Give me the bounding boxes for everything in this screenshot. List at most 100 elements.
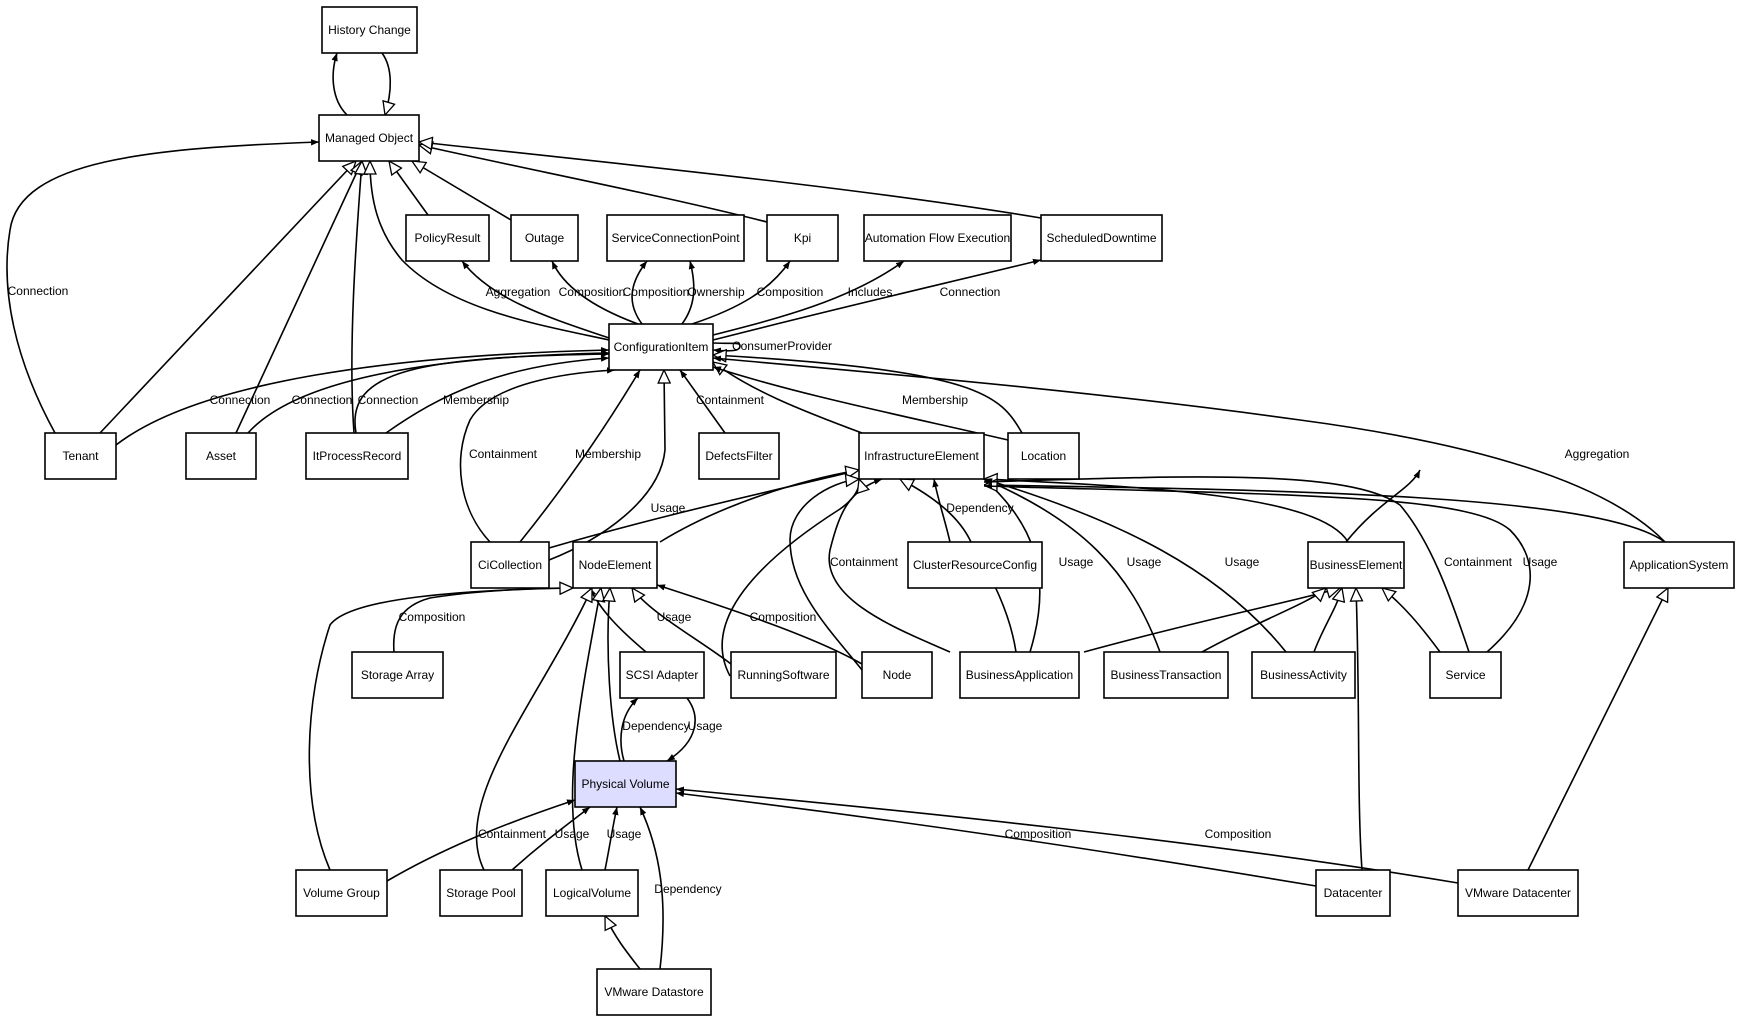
membership-edge-label: Membership: [443, 393, 509, 407]
dependency-edge: [932, 478, 951, 543]
node-label: ScheduledDowntime: [1046, 231, 1156, 245]
inheritance-edge: [632, 588, 732, 665]
node-clusterresourceconfig[interactable]: ClusterResourceConfig: [907, 541, 1043, 589]
inheritance-edge: [984, 479, 1349, 543]
node-service[interactable]: Service: [1429, 651, 1502, 699]
containment-edge-label: Containment: [696, 393, 765, 407]
usage-edge: [604, 806, 619, 871]
node-label: Physical Volume: [581, 777, 669, 791]
membership-edge: [712, 366, 1009, 441]
node-physical-volume[interactable]: Physical Volume: [574, 760, 677, 808]
connection-edge: [6, 139, 320, 434]
node-box: [295, 869, 388, 917]
node-datacenter[interactable]: Datacenter: [1315, 869, 1391, 917]
composition-edge-label: Composition: [623, 285, 690, 299]
node-box: [405, 214, 490, 262]
node-vmware-datastore[interactable]: VMware Datastore: [596, 968, 712, 1016]
aggregation-edge: [712, 355, 1666, 543]
node-label: BusinessElement: [1310, 558, 1403, 572]
node-storage-pool[interactable]: Storage Pool: [439, 869, 523, 917]
node-logicalvolume[interactable]: LogicalVolume: [545, 869, 639, 917]
node-tenant[interactable]: Tenant: [44, 432, 117, 480]
inheritance-edge: [419, 142, 1042, 219]
node-managed-object[interactable]: Managed Object: [318, 114, 420, 162]
usage-edge: [1345, 469, 1421, 543]
node-policyresult[interactable]: PolicyResult: [405, 214, 490, 262]
node-storage-array[interactable]: Storage Array: [351, 651, 444, 699]
composition-edge-label: Composition: [1205, 827, 1272, 841]
usage-edge: [983, 478, 1161, 653]
node-defectsfilter[interactable]: DefectsFilter: [698, 432, 780, 480]
node-automation-flow-execution[interactable]: Automation Flow Execution: [863, 214, 1012, 262]
node-outage[interactable]: Outage: [510, 214, 579, 262]
node-cicollection[interactable]: CiCollection: [470, 541, 550, 589]
node-vmware-datacenter[interactable]: VMware Datacenter: [1457, 869, 1579, 917]
aggregation-edge-label: Aggregation: [486, 285, 551, 299]
node-label: Volume Group: [303, 886, 380, 900]
node-applicationsystem[interactable]: ApplicationSystem: [1623, 541, 1735, 589]
dependency-edge-label: Dependency: [946, 501, 1013, 515]
node-location[interactable]: Location: [1007, 432, 1080, 480]
ownership-edge: [681, 260, 696, 325]
membership-edge: [519, 369, 641, 543]
node-label: Datacenter: [1324, 886, 1383, 900]
node-businessapplication[interactable]: BusinessApplication: [959, 651, 1080, 699]
consumerprovider-edge: [712, 342, 741, 354]
node-businesstransaction[interactable]: BusinessTransaction: [1103, 651, 1229, 699]
node-box: [863, 214, 1012, 262]
node-label: BusinessApplication: [966, 668, 1073, 682]
dependency-edge: [620, 697, 639, 762]
inheritance-edge: [389, 161, 429, 216]
node-scsi-adapter[interactable]: SCSI Adapter: [619, 651, 705, 699]
inheritance-edge: [1083, 588, 1340, 653]
inheritance-edge: [571, 588, 601, 871]
node-box: [698, 432, 780, 480]
node-box: [606, 214, 745, 262]
node-infrastructureelement[interactable]: InfrastructureElement: [858, 432, 985, 480]
node-box: [439, 869, 523, 917]
node-volume-group[interactable]: Volume Group: [295, 869, 388, 917]
composition-edge: [631, 260, 648, 325]
node-businessactivity[interactable]: BusinessActivity: [1251, 651, 1356, 699]
inheritance-edge: [475, 588, 593, 871]
usage-edge-label: Usage: [688, 719, 723, 733]
node-label: DefectsFilter: [705, 449, 772, 463]
node-configurationitem[interactable]: ConfigurationItem: [608, 323, 714, 371]
node-asset[interactable]: Asset: [185, 432, 257, 480]
usage-edge-label: Usage: [651, 501, 686, 515]
node-history-change[interactable]: History Change: [321, 6, 418, 54]
node-label: RunningSoftware: [737, 668, 829, 682]
node-runningsoftware[interactable]: RunningSoftware: [730, 651, 837, 699]
node-box: [730, 651, 837, 699]
inheritance-edge: [608, 588, 621, 762]
consumerprovider-edge-label: ConsumerProvider: [732, 339, 832, 353]
node-scheduleddowntime[interactable]: ScheduledDowntime: [1040, 214, 1163, 262]
composition-edge: [675, 790, 1317, 887]
node-itprocessrecord[interactable]: ItProcessRecord: [305, 432, 409, 480]
usage-edge: [983, 478, 1287, 653]
composition-edge: [656, 584, 863, 665]
node-node[interactable]: Node: [861, 651, 933, 699]
node-box: [470, 541, 550, 589]
node-box: [861, 651, 933, 699]
inheritance-edge: [900, 479, 1017, 653]
node-label: CiCollection: [478, 558, 542, 572]
connection-edge-label: Connection: [292, 393, 353, 407]
inheritance-edge: [1356, 588, 1362, 871]
connection-edge-label: Connection: [358, 393, 419, 407]
node-box: [1307, 541, 1405, 589]
composition-edge: [691, 260, 791, 325]
node-businesselement[interactable]: BusinessElement: [1307, 541, 1405, 589]
node-nodeelement[interactable]: NodeElement: [572, 541, 658, 589]
node-label: BusinessActivity: [1260, 668, 1347, 682]
inheritance-edge: [412, 161, 512, 221]
ownership-edge-label: Ownership: [687, 285, 745, 299]
composition-edge-label: Composition: [559, 285, 626, 299]
node-serviceconnectionpoint[interactable]: ServiceConnectionPoint: [606, 214, 745, 262]
node-kpi[interactable]: Kpi: [766, 214, 839, 262]
usage-edge: [548, 468, 860, 549]
node-box: [907, 541, 1043, 589]
usage-edge-label: Usage: [555, 827, 590, 841]
dependency-edge-label: Dependency: [654, 882, 721, 896]
